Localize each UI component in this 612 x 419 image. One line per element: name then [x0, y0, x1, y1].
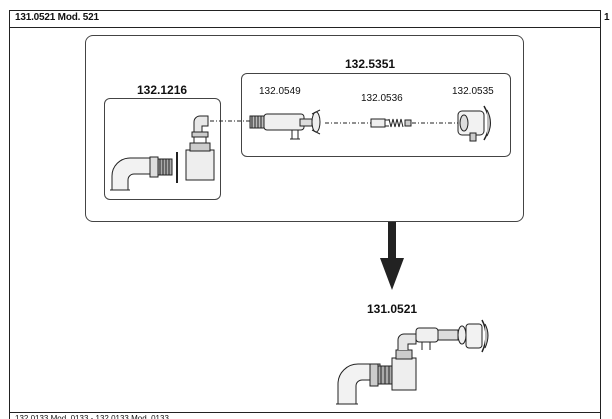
subassembly-left-box [104, 98, 221, 200]
group-label-outer: 132.5351 [345, 57, 396, 71]
header-divider [9, 27, 601, 28]
group-label-left: 132.1216 [137, 83, 188, 97]
part-label-1: 132.0549 [259, 86, 301, 97]
valve-body-icon [249, 109, 321, 140]
coupling-nut-icon [149, 156, 173, 178]
tee-body-icon [185, 136, 215, 181]
part-label-3: 132.0535 [452, 86, 494, 97]
page-title: 131.0521 Mod. 521 [15, 12, 99, 23]
assembly-group-box [85, 35, 524, 222]
footer-divider [9, 412, 601, 413]
footer-text: 132.0133 Mod. 0133 - 132.0133 Mod. 0133 [15, 414, 169, 419]
result-label: 131.0521 [367, 302, 418, 316]
pipe-elbow-icon [110, 157, 153, 191]
assembled-unit-icon [336, 319, 489, 405]
down-arrow-icon [380, 222, 404, 290]
adjacent-page-label: 1 [604, 12, 610, 23]
flange-icon [457, 105, 491, 142]
subassembly-right-box [241, 73, 511, 157]
part-label-2: 132.0536 [361, 93, 403, 104]
elbow-fitting-icon [191, 115, 209, 138]
stem-spring-icon [370, 118, 412, 128]
page-frame [9, 10, 601, 419]
